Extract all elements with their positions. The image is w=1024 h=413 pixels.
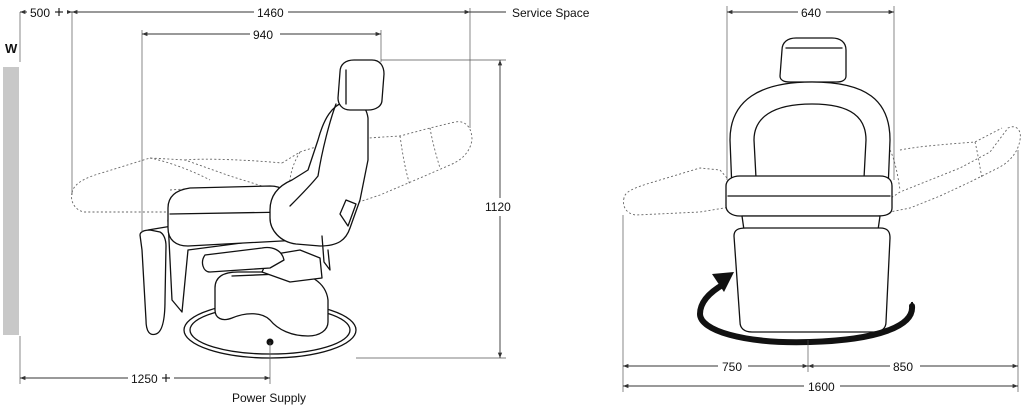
dim-total-span: 1600 bbox=[808, 380, 835, 394]
side-view-chair bbox=[139, 59, 385, 359]
dim-power-offset: 1250 bbox=[131, 372, 158, 386]
plus-icon bbox=[55, 8, 63, 16]
wall-block bbox=[3, 67, 19, 335]
power-supply-label: Power Supply bbox=[232, 391, 306, 405]
service-space-label: Service Space bbox=[512, 6, 590, 20]
front-backrest bbox=[729, 81, 891, 191]
front-view-chair bbox=[725, 37, 893, 333]
wall-label: W bbox=[5, 41, 18, 56]
dim-left-span: 750 bbox=[722, 360, 742, 374]
dim-right-span: 850 bbox=[893, 360, 913, 374]
dim-overall-length: 1460 bbox=[257, 6, 284, 20]
front-headrest bbox=[779, 37, 847, 83]
plus-icon bbox=[162, 374, 170, 382]
dim-front-width: 640 bbox=[801, 6, 821, 20]
dim-seat-length: 940 bbox=[253, 28, 273, 42]
rotation-arrow-icon bbox=[696, 272, 916, 346]
chair-headrest bbox=[337, 59, 385, 111]
dim-wall-clearance: 500 bbox=[30, 6, 50, 20]
front-legrest bbox=[733, 227, 891, 333]
chair-legrest bbox=[139, 229, 167, 336]
dim-height: 1120 bbox=[485, 200, 511, 214]
